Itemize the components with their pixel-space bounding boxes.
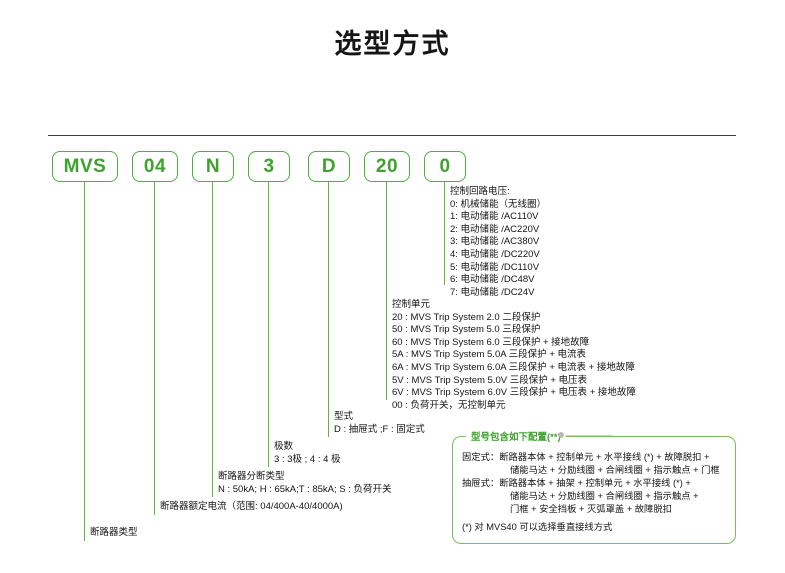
leader-line-poles [268,182,270,442]
bracket-breaker-type [84,528,86,541]
annotation-heading: 断路器类型 [90,527,138,538]
option-item: 00 : 负荷开关，无控制单元 [392,399,506,411]
annotation-heading: 极数 [274,441,294,452]
option-item: D : 抽屉式 ;F : 固定式 [334,423,425,435]
configuration-callout-box [452,436,736,544]
annotation-control-unit: 控制单元 20 : MVS Trip System 2.0 二段保护 50 : … [392,299,636,412]
bracket-control-unit [386,300,388,400]
leader-line-control-voltage [444,182,446,188]
bracket-type [328,412,330,437]
config-fixed-line: 储能马达 + 分励线圈 + 合闸线圈 + 指示触点 + 门框 [510,465,720,475]
option-item: 60 : MVS Trip System 6.0 三段保护 + 接地故障 [392,336,590,348]
option-item: 5A : MVS Trip System 5.0A 三段保护 + 电流表 [392,349,587,361]
option-item: 6A : MVS Trip System 6.0A 三段保护 + 电流表 + 接… [392,361,635,373]
leader-line-series [84,182,86,528]
code-box-control-unit[interactable]: 20 [364,151,410,182]
option-item: 6V : MVS Trip System 6.0V 三段保护 + 电压表 + 接… [392,387,636,399]
configuration-callout-body: 固定式：断路器本体 + 控制单元 + 水平接线 (*) + 故障脱扣 + 储能马… [462,451,730,534]
option-item: 7: 电动储能 /DC24V [450,286,535,298]
annotation-poles: 极数 3 : 3极 ; 4 : 4 极 [274,441,341,466]
bullet-dot-icon [558,432,564,438]
config-drawout-line: 抽屉式：断路器本体 + 抽架 + 控制单元 + 水平接线 (*) + [462,478,691,488]
callout-connector-line [565,434,613,436]
annotation-type: 型式 D : 抽屉式 ;F : 固定式 [334,411,425,436]
config-fixed-line: 固定式：断路器本体 + 控制单元 + 水平接线 (*) + 故障脱扣 + [462,452,710,462]
option-item: 2: 电动储能 /AC220V [450,223,540,235]
config-drawout-line: 储能马达 + 分励线圈 + 合闸线圈 + 指示触点 + [510,491,699,501]
annotation-heading: 型式 [334,411,354,422]
leader-line-breaking-type [212,182,214,472]
option-item: 3 : 3极 ; 4 : 4 极 [274,453,341,465]
option-item: 50 : MVS Trip System 5.0 三段保护 [392,324,541,336]
code-box-type[interactable]: D [308,151,350,182]
annotation-control-voltage: 控制回路电压: 0: 机械储能（无线圈） 1: 电动储能 /AC110V 2: … [450,186,546,299]
configuration-callout-title: 型号包含如下配置(**) [466,429,566,443]
page-title: 选型方式 [334,29,451,59]
annotation-breaking-type: 断路器分断类型 N : 50kA; H : 65kA;T : 85kA; S :… [218,471,392,496]
code-box-control-voltage[interactable]: 0 [424,151,466,182]
code-box-poles[interactable]: 3 [248,151,290,182]
code-box-breaking-type[interactable]: N [192,151,234,182]
page-bottom-cut-text [0,566,785,573]
annotation-heading: 控制单元 [392,299,431,310]
option-item: 0: 机械储能（无线圈） [450,198,547,210]
bracket-rated-current [154,502,156,515]
config-drawout-line: 门框 + 安全挡板 + 灭弧罩盖 + 故障脱扣 [510,504,672,514]
option-item: 1: 电动储能 /AC110V [450,211,539,223]
option-item: 4: 电动储能 /DC220V [450,248,540,260]
header-divider [48,135,736,136]
option-item: 5V : MVS Trip System 5.0V 三段保护 + 电压表 [392,374,588,386]
bracket-breaking [212,472,214,497]
leader-line-type [328,182,330,412]
annotation-breaker-type: 断路器类型 [90,527,138,540]
annotation-heading: 断路器分断类型 [218,471,285,482]
leader-line-control-unit [386,182,388,300]
annotation-heading: 断路器额定电流（范围: 04/400A-40/4000A) [160,501,343,512]
option-item: 3: 电动储能 /AC380V [450,236,540,248]
code-box-rated-current[interactable]: 04 [132,151,178,182]
annotation-heading: 控制回路电压: [450,186,510,197]
option-item: 20 : MVS Trip System 2.0 二段保护 [392,311,541,323]
code-box-series[interactable]: MVS [52,151,118,182]
annotation-rated-current: 断路器额定电流（范围: 04/400A-40/4000A) [160,501,343,514]
bracket-control-voltage [444,188,446,285]
config-footnote: (*) 对 MVS40 可以选择垂直接线方式 [462,522,613,532]
leader-line-rated-current [154,182,156,502]
option-item: 5: 电动储能 /DC110V [450,261,540,273]
option-item: 6: 电动储能 /DC48V [450,274,535,286]
option-item: N : 50kA; H : 65kA;T : 85kA; S : 负荷开关 [218,483,392,495]
bracket-poles [268,442,270,467]
